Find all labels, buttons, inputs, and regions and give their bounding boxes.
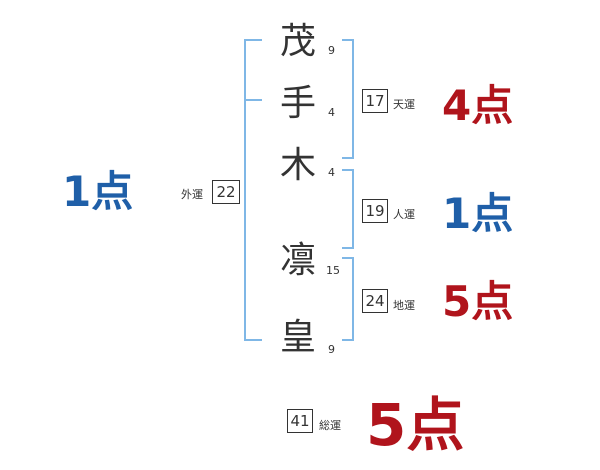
jinun-label: 人運	[393, 208, 415, 221]
jinun-value-box: 19	[362, 199, 388, 223]
stroke-count-4: 15	[326, 264, 340, 277]
chiun-label: 地運	[393, 299, 415, 312]
stroke-count-1: 9	[328, 44, 335, 57]
gaiun-value-box: 22	[212, 180, 240, 204]
name-char-3: 木	[279, 145, 316, 186]
stroke-count-5: 9	[328, 343, 335, 356]
stroke-count-3: 4	[328, 166, 335, 179]
tenun-bracket	[342, 39, 354, 159]
jinun-score: 1点	[442, 189, 514, 238]
name-char-1: 茂	[279, 21, 316, 62]
jinun-bracket	[342, 169, 354, 249]
tenun-value-box: 17	[362, 89, 388, 113]
stroke-count-2: 4	[328, 106, 335, 119]
name-char-5: 皇	[279, 317, 316, 358]
souun-value-box: 41	[287, 409, 313, 433]
souun-label: 総運	[319, 419, 341, 432]
name-char-4: 凛	[279, 240, 316, 281]
souun-score: 5点	[366, 391, 465, 459]
gaiun-bracket	[244, 39, 262, 341]
chiun-value-box: 24	[362, 289, 388, 313]
name-char-2: 手	[279, 83, 316, 124]
tenun-score: 4点	[442, 81, 514, 130]
chiun-score: 5点	[442, 277, 514, 326]
tenun-label: 天運	[393, 98, 415, 111]
gaiun-score: 1点	[62, 167, 134, 216]
gaiun-label: 外運	[181, 188, 203, 201]
chiun-bracket	[342, 257, 354, 341]
